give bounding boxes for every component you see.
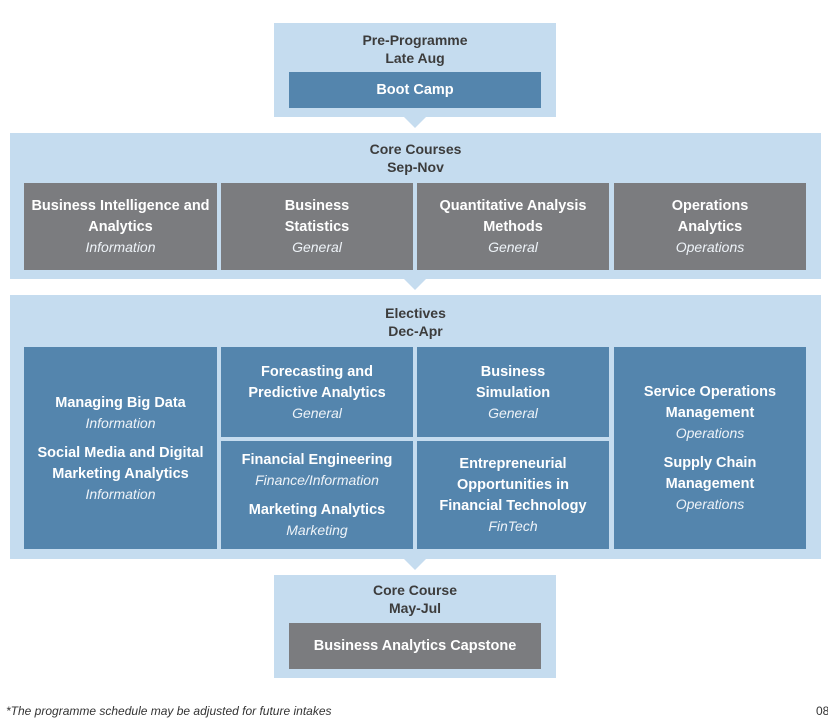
pre-programme-heading: Pre-Programme Late Aug [274,31,556,67]
electives-heading: Electives Dec-Apr [10,304,821,340]
elective-service-operations: Service Operations Management Operations [618,382,802,443]
elective-finance-marketing-column: Financial Engineering Finance/Informatio… [221,441,413,549]
course-track: Marketing [286,522,348,538]
core-course-operations-analytics: Operations Analytics Operations [614,183,806,270]
course-track: General [292,239,342,255]
course-track: Finance/Information [255,472,379,488]
capstone-panel: Core Course May-Jul Business Analytics C… [274,575,556,678]
footnote: *The programme schedule may be adjusted … [6,704,332,718]
course-track: Operations [675,425,745,441]
core-course-business-statistics: Business Statistics General [221,183,413,270]
arrow-core-to-electives [404,279,426,290]
course-track: General [488,239,538,255]
course-track: General [292,404,342,421]
course-track: Operations [675,239,745,255]
electives-period: Dec-Apr [388,323,443,339]
course-name: Entrepreneurial Opportunities in Financi… [439,456,587,514]
capstone-box: Business Analytics Capstone [289,623,541,669]
arrow-pre-to-core [404,117,426,128]
pre-programme-panel: Pre-Programme Late Aug Boot Camp [274,23,556,117]
pre-programme-title: Pre-Programme [362,32,468,48]
core-courses-period: Sep-Nov [387,159,444,175]
course-name: Financial Engineering [241,452,393,468]
boot-camp-box: Boot Camp [289,72,541,108]
pre-programme-period: Late Aug [385,50,445,66]
page-number-text: 08 [816,704,828,718]
capstone-label: Business Analytics Capstone [313,638,517,654]
course-name: Business Statistics [284,198,350,235]
page-number: 08 [816,704,828,718]
course-track: Information [85,414,156,431]
course-name: Managing Big Data [55,394,186,411]
elective-managing-big-data: Managing Big Data Information [55,393,186,433]
course-track: General [488,404,538,421]
course-name: Business Simulation [475,363,551,401]
elective-fintech: Entrepreneurial Opportunities in Financi… [417,441,609,549]
course-name: Supply Chain Management [663,455,757,492]
elective-social-media-marketing: Social Media and Digital Marketing Analy… [28,443,213,504]
course-track: Information [85,485,156,502]
course-track: Information [85,239,156,255]
course-name: Marketing Analytics [248,502,386,518]
electives-title: Electives [385,305,446,321]
course-name: Quantitative Analysis Methods [439,198,587,235]
capstone-period: May-Jul [388,600,442,616]
arrow-electives-to-capstone [404,559,426,570]
boot-camp-label: Boot Camp [376,82,454,98]
course-name: Forecasting and Predictive Analytics [248,363,386,401]
elective-financial-engineering: Financial Engineering Finance/Informatio… [242,450,393,490]
capstone-title: Core Course [372,582,458,598]
core-courses-heading: Core Courses Sep-Nov [10,140,821,176]
course-name: Service Operations Management [643,384,777,421]
elective-operations-column: Service Operations Management Operations… [614,347,806,549]
course-name: Social Media and Digital Marketing Analy… [37,444,204,482]
course-name: Business Intelligence and Analytics [31,198,210,235]
capstone-heading: Core Course May-Jul [274,581,556,617]
elective-business-simulation: Business Simulation General [417,347,609,437]
core-course-quantitative-analysis: Quantitative Analysis Methods General [417,183,609,270]
elective-supply-chain: Supply Chain Management Operations [618,453,802,514]
elective-forecasting: Forecasting and Predictive Analytics Gen… [221,347,413,437]
course-track: Operations [675,496,745,512]
core-courses-title: Core Courses [369,141,462,157]
elective-marketing-analytics: Marketing Analytics Marketing [249,500,385,540]
core-course-business-intelligence: Business Intelligence and Analytics Info… [24,183,217,270]
course-name: Operations Analytics [671,198,749,235]
course-track: FinTech [488,518,538,534]
elective-information-column: Managing Big Data Information Social Med… [24,347,217,549]
